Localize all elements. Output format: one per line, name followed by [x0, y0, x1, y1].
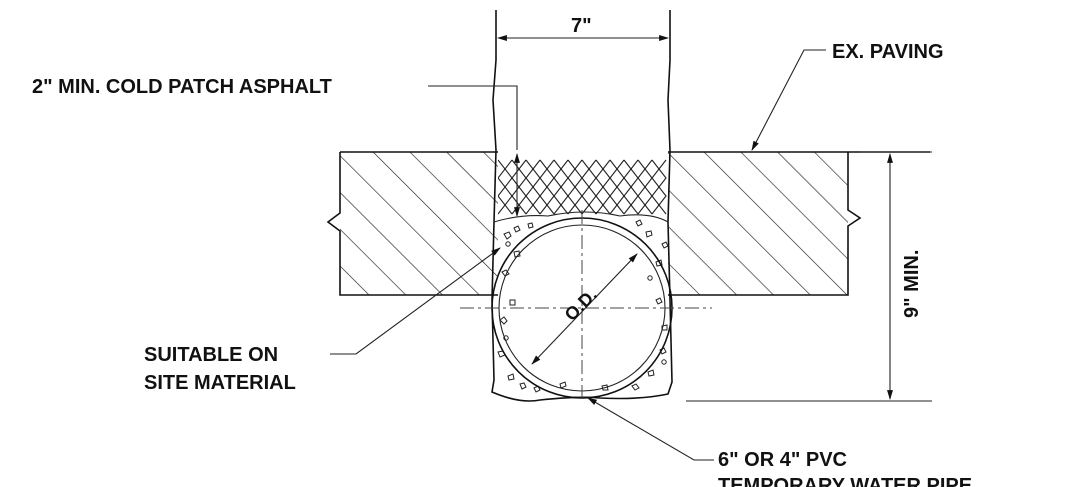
backfill-label-line2: SITE MATERIAL	[144, 372, 296, 394]
ex-paving-label: EX. PAVING	[832, 41, 944, 63]
width-dimension: 7"	[497, 15, 669, 41]
depth-dimension-label: 9" MIN.	[901, 250, 923, 318]
backfill-stones	[497, 219, 669, 393]
backfill-label-line1: SUITABLE ON	[144, 344, 278, 366]
width-dimension-label: 7"	[571, 15, 592, 37]
cold-patch-asphalt	[498, 159, 667, 215]
pipe-od-dimension: O.D.	[531, 253, 638, 365]
backfill-callout: SUITABLE ON SITE MATERIAL	[144, 247, 501, 394]
pipe-label-line1: 6" OR 4" PVC	[718, 449, 847, 471]
depth-dimension: 9" MIN.	[686, 151, 932, 402]
pipe-callout: 6" OR 4" PVC TEMPORARY WATER PIPE	[587, 397, 972, 487]
pipe-od-label: O.D.	[561, 285, 601, 325]
existing-paving-right	[668, 151, 930, 296]
existing-paving-left	[326, 151, 498, 296]
cold-patch-callout: 2" MIN. COLD PATCH ASPHALT	[32, 76, 518, 150]
ex-paving-callout: EX. PAVING	[751, 41, 944, 151]
pipe-label-line2: TEMPORARY WATER PIPE	[718, 475, 972, 487]
cold-patch-label: 2" MIN. COLD PATCH ASPHALT	[32, 76, 332, 98]
